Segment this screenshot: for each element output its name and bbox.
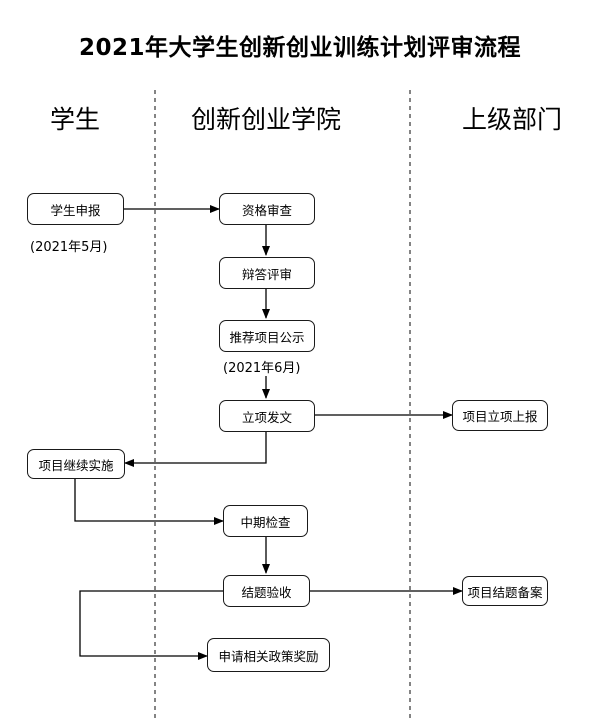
node-defense-review: 辩答评审	[219, 257, 315, 289]
edge-final-to-policy	[79, 590, 223, 660]
node-continue-implementation: 项目继续实施	[27, 449, 125, 479]
node-midterm-check: 中期检查	[223, 505, 308, 537]
edge-continue-to-midterm	[74, 479, 224, 525]
node-final-filing: 项目结题备案	[462, 576, 548, 606]
node-policy-reward: 申请相关政策奖励	[207, 638, 330, 672]
note-publicity-date: (2021年6月)	[223, 361, 301, 376]
node-upper-report: 项目立项上报	[452, 400, 548, 431]
node-student-apply: 学生申报	[27, 193, 124, 225]
lane-student-header: 学生	[49, 105, 100, 134]
diagram-title: 2021年大学生创新创业训练计划评审流程	[78, 35, 521, 61]
node-qualification-review: 资格审查	[219, 193, 315, 225]
lane-upper-header: 上级部门	[461, 105, 562, 134]
node-final-acceptance: 结题验收	[223, 575, 310, 607]
node-approval: 立项发文	[219, 400, 315, 432]
note-apply-date: (2021年5月)	[30, 240, 108, 255]
node-recommend-publicity: 推荐项目公示	[219, 320, 315, 352]
edge-approval-to-continue	[124, 432, 267, 467]
lane-college-header: 创新创业学院	[190, 105, 341, 134]
